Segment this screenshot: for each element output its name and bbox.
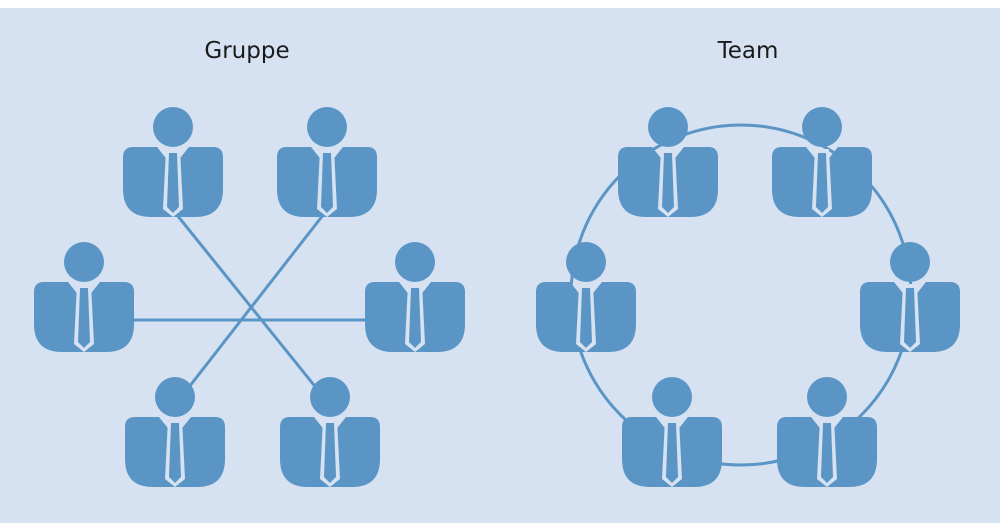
gruppe-title: Gruppe <box>204 38 289 64</box>
star-line-top-right-to-bottom-left <box>173 209 329 406</box>
gruppe-star-connections <box>120 209 385 406</box>
team-title: Team <box>717 38 779 64</box>
